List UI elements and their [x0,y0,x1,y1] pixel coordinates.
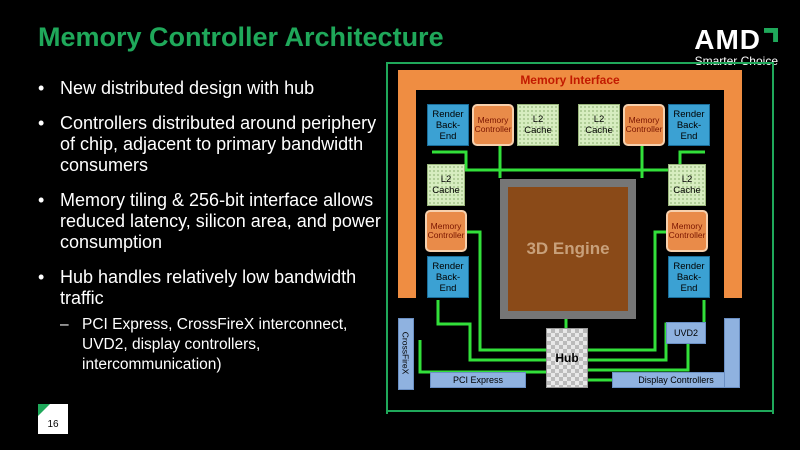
logo-tagline: Smarter Choice [694,54,778,68]
corner-triangle-icon [38,404,50,416]
bullet-item: Hub handles relatively low bandwidth tra… [38,267,388,375]
pci-express-block: PCI Express [430,372,526,388]
l2-cache-left: L2 Cache [427,164,465,206]
sub-bullet-list: PCI Express, CrossFireX interconnect, UV… [60,315,388,375]
logo-brand: AMD [694,24,761,55]
display-controllers-riser [724,318,740,388]
render-backend-left: Render Back-End [427,256,469,298]
render-backend-top-right: Render Back-End [668,104,710,146]
uvd2-block: UVD2 [666,322,706,344]
render-backend-right: Render Back-End [668,256,710,298]
crossfirex-label: CrossFireX [400,331,411,375]
render-backend-top-left: Render Back-End [427,104,469,146]
memory-interface-top [398,70,742,90]
bullet-text: Memory tiling & 256-bit interface allows… [60,190,381,252]
memory-controller-right: Memory Controller [666,210,708,252]
memory-interface-label: Memory Interface [520,73,620,87]
memory-controller-top-left: Memory Controller [472,104,514,146]
memory-interface-left [398,70,416,298]
sub-bullet-item: PCI Express, CrossFireX interconnect, UV… [60,315,388,375]
memory-controller-top-right: Memory Controller [623,104,665,146]
bullet-text: Hub handles relatively low bandwidth tra… [60,267,357,308]
crossfirex-block [398,318,414,390]
hub-block: Hub [546,328,588,388]
bullet-text: New distributed design with hub [60,78,315,98]
diagram-frame [386,62,774,414]
amd-logo: AMD Smarter Choice [694,24,778,68]
bullet-item: New distributed design with hub [38,78,388,99]
display-controllers-block: Display Controllers [612,372,740,388]
l2-cache-top-left: L2 Cache [517,104,559,146]
l2-cache-top-right: L2 Cache [578,104,620,146]
amd-arrow-icon [764,28,778,42]
bullet-item: Memory tiling & 256-bit interface allows… [38,190,388,253]
memory-interface-right [724,70,742,298]
l2-cache-right: L2 Cache [668,164,706,206]
page-number: 16 [47,419,59,430]
slide-title: Memory Controller Architecture [38,22,444,52]
sub-bullet-text: PCI Express, CrossFireX interconnect, UV… [82,316,348,373]
diagram-frame-bottom [386,410,772,412]
bullet-item: Controllers distributed around periphery… [38,113,388,176]
bullet-list: New distributed design with hub Controll… [38,78,388,389]
memory-controller-left: Memory Controller [425,210,467,252]
crossfirex-label-wrap: CrossFireX [398,318,412,388]
3d-engine: 3D Engine [508,187,628,311]
page-number-box: 16 [38,404,68,434]
bullet-text: Controllers distributed around periphery… [60,113,377,175]
